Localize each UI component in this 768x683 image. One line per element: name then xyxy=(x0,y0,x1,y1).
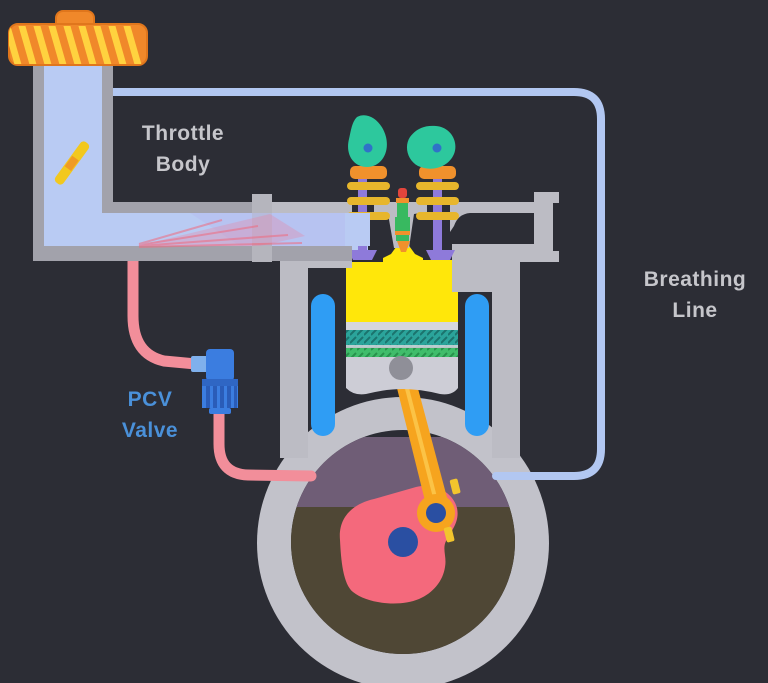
wrist-pin xyxy=(389,356,413,380)
air-filter-pleats xyxy=(9,26,142,64)
exhaust-runner-top-wall xyxy=(450,202,537,232)
valvetrain xyxy=(347,115,459,260)
breathing-line-label: Breathing Line xyxy=(643,268,747,322)
intake-flange-tab-top xyxy=(252,194,272,213)
intake-air-passage xyxy=(44,60,370,246)
pcv-inlet-connector xyxy=(191,356,208,372)
main-journal xyxy=(388,527,418,557)
plug-terminal xyxy=(398,188,407,198)
piston-crown xyxy=(346,322,458,330)
exhaust-flange xyxy=(534,192,553,262)
crank-pin xyxy=(426,503,446,523)
coolant-passage-right xyxy=(465,294,489,436)
exhaust-cam-lobe xyxy=(406,125,456,169)
duct-walls xyxy=(33,58,352,261)
throttle-body-label: Throttle Body xyxy=(141,122,225,176)
combustion-gas xyxy=(346,237,458,326)
intake-flange-tab-bottom xyxy=(252,243,272,262)
oil-ring xyxy=(346,348,458,357)
rod-bolt-upper xyxy=(449,478,461,495)
pcv-outlet-nub xyxy=(209,408,231,414)
piston-rings xyxy=(346,330,458,347)
ring-separator xyxy=(346,345,458,348)
pcv-hose-upper xyxy=(127,242,202,370)
valve-springs xyxy=(347,182,459,220)
exhaust-spring-retainer xyxy=(419,166,456,179)
coolant-passage-left xyxy=(311,294,335,436)
pcv-rib-lines xyxy=(206,386,237,408)
pcv-hose-lower xyxy=(213,404,317,482)
breathing-line xyxy=(100,88,605,480)
block-wall-left xyxy=(280,250,308,458)
air-filter xyxy=(8,10,148,66)
intake-cam-journal xyxy=(363,143,373,153)
exhaust-flange-tab-bottom xyxy=(553,251,559,262)
intake-flange-web xyxy=(252,213,272,243)
exhaust-flange-tab-top xyxy=(553,192,559,203)
cylinder xyxy=(346,237,458,395)
rod-bolt-lower xyxy=(443,526,455,543)
intake-duct xyxy=(33,58,370,262)
intake-cam-lobe xyxy=(348,115,387,167)
exhaust-valve-head xyxy=(426,250,455,260)
exhaust-port-floor xyxy=(452,244,537,292)
spark-plug xyxy=(395,188,410,252)
cylinder-head xyxy=(272,192,559,292)
crankshaft-assembly xyxy=(339,366,461,604)
pcv-valve-collar xyxy=(202,379,238,386)
pcv-valve-label: PCV Valve xyxy=(121,388,179,442)
pcv-valve-body xyxy=(206,349,234,381)
intake-valve-head xyxy=(348,250,377,260)
rod-highlight xyxy=(401,372,440,510)
intake-runner-top-wall xyxy=(272,202,352,213)
piston xyxy=(346,322,458,395)
pcv-valve xyxy=(191,349,238,414)
exhaust-cam-journal xyxy=(432,143,442,153)
intake-spring-retainer xyxy=(350,166,387,179)
throttle-plate xyxy=(54,141,90,185)
pcv-mist xyxy=(137,213,345,248)
